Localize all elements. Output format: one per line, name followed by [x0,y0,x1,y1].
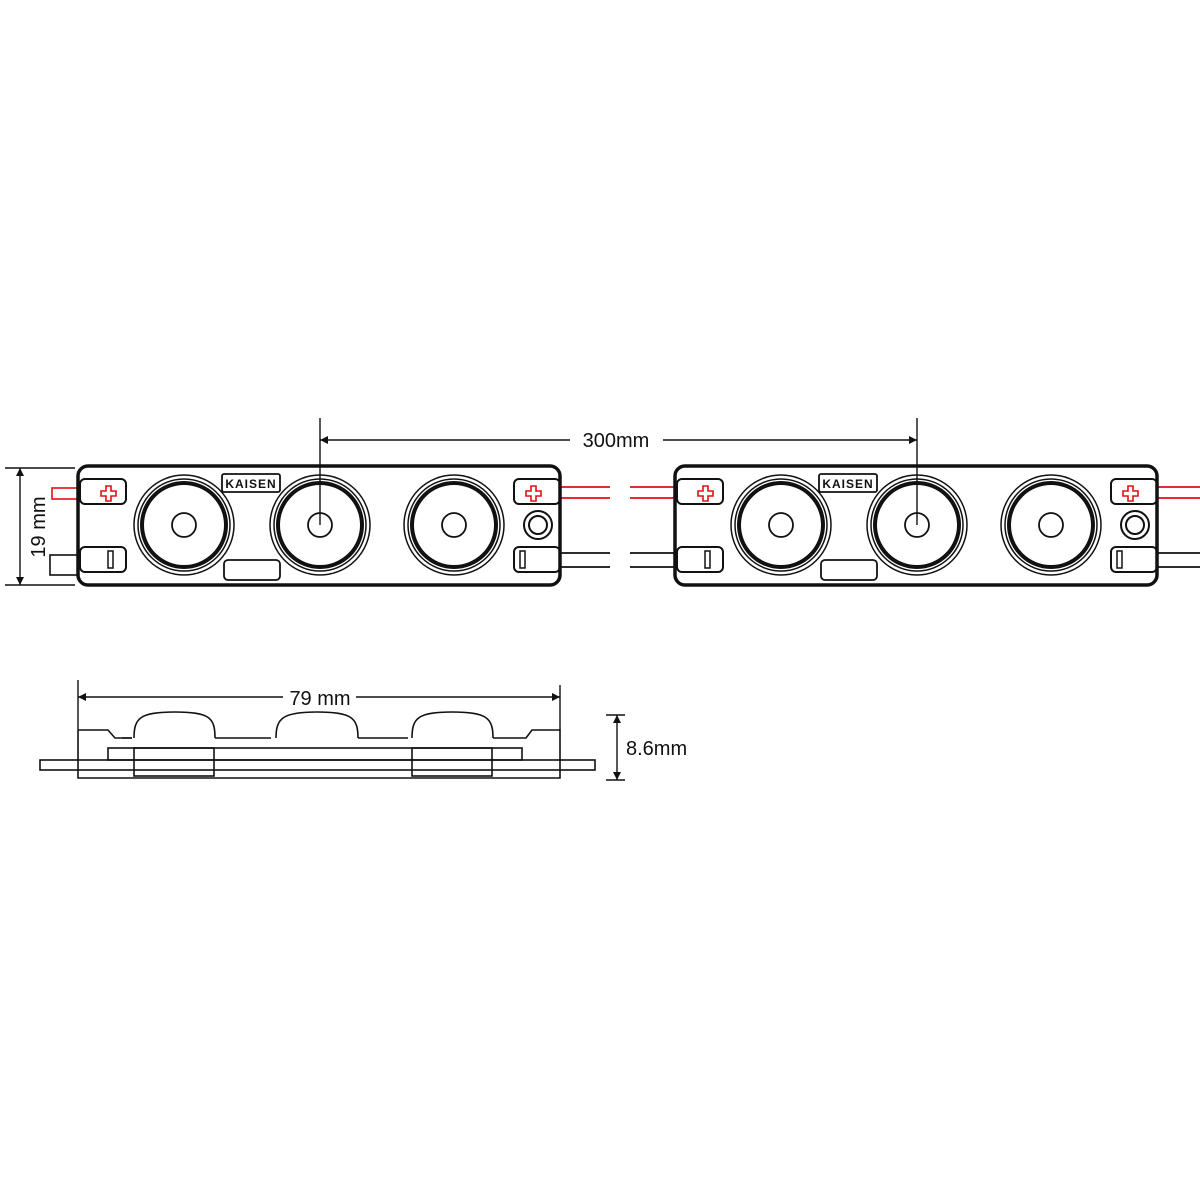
brand-logo: KAISEN [225,477,276,491]
side-view [39,711,596,779]
wires-between [560,486,675,568]
height-dimension [5,467,75,586]
wires-left [49,487,79,576]
length-dimension [77,680,561,730]
led-module-1: KAISEN [76,464,562,587]
brand-logo: KAISEN [822,477,873,491]
thickness-dimension [606,714,625,781]
led-module-2: KAISEN [673,464,1159,587]
wires-right [1158,486,1200,568]
pitch-label: 300mm [583,430,650,452]
pitch-dimension [319,418,918,525]
length-label: 79 mm [289,688,350,710]
thickness-label: 8.6mm [626,738,687,760]
height-label: 19 mm [28,496,50,557]
